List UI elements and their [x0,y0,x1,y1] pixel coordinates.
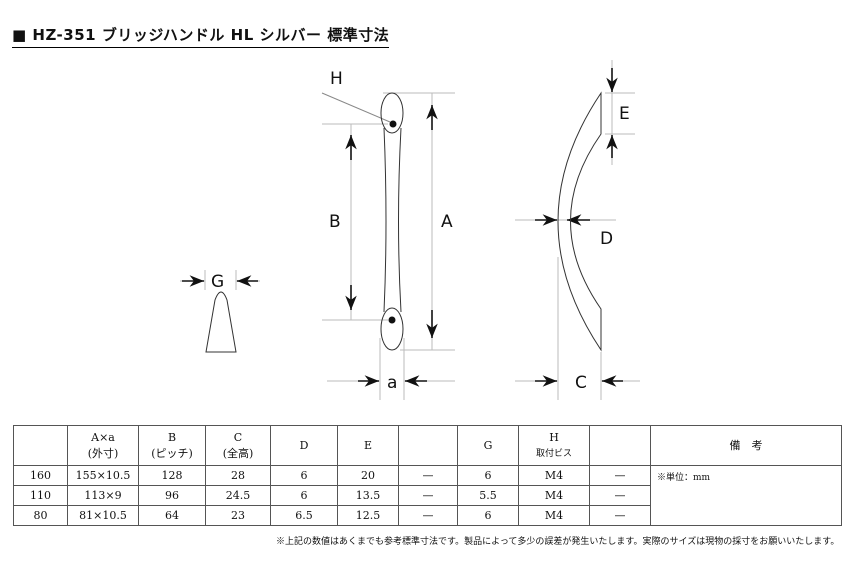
label-d: D [600,229,613,249]
table-cell: C [233,430,243,444]
table-cell: (外寸) [87,446,119,460]
header-cell-remarks: 備 考 [650,425,842,466]
label-g: G [211,272,224,292]
dimension-drawing: G H B A a E D C [180,60,640,400]
table-cell: 80 [13,505,68,526]
header-cell [13,425,68,466]
table-cell: 96 [138,485,206,506]
header-cell: B (ピッチ) [138,425,206,466]
header-cell: E [337,425,399,466]
label-b: B [329,212,341,232]
table-cell: 12.5 [337,505,399,526]
label-c: C [575,373,587,393]
table-cell: (ピッチ) [151,446,193,460]
table-cell: 取付ビス [535,448,572,459]
handle-outlines [205,91,602,353]
label-e: E [619,104,630,124]
bottom-mount-ellipse [380,307,404,351]
top-mount-ellipse [380,92,404,134]
header-cell [398,425,458,466]
table-cell: 6 [457,465,519,486]
table-cell: — [589,485,651,506]
table-cell: M4 [518,485,590,506]
table-cell: 110 [13,485,68,506]
table-cell: 5.5 [457,485,519,506]
table-cell: 6 [457,505,519,526]
side-profile [557,91,602,352]
table-cell: — [398,505,458,526]
table-cell: — [398,465,458,486]
table-cell: B [167,430,177,444]
table-cell: 6 [270,465,338,486]
header-cell: C (全高) [205,425,271,466]
table-cell: 28 [205,465,271,486]
table-cell: (全高) [222,446,254,460]
dimension-arrows [182,68,623,387]
footnote: ※上記の数値はあくまでも参考標準寸法です。製品によって多少の誤差が発生いたします… [276,537,840,547]
table-cell: 6 [270,485,338,506]
table-cell: — [398,485,458,506]
table-cell: — [589,505,651,526]
table-cell: 155×10.5 [67,465,139,486]
table-cell: H [549,430,559,444]
table-cell: 20 [337,465,399,486]
screw-hole-top [389,120,397,128]
header-cell: A×a (外寸) [67,425,139,466]
table-cell: 64 [138,505,206,526]
label-a-upper: A [441,212,453,232]
label-a-lower: a [387,373,397,393]
table-cell: 6.5 [270,505,338,526]
remarks-cell: ※単位：mm [650,465,842,526]
table-cell: M4 [518,505,590,526]
page-title: ■ HZ-351 ブリッジハンドル HL シルバー 標準寸法 [12,24,390,48]
header-cell: H 取付ビス [518,425,590,466]
table-cell: 81×10.5 [67,505,139,526]
header-cell [589,425,651,466]
front-body [383,127,402,313]
table-cell: 128 [138,465,206,486]
g-profile [205,291,237,353]
table-cell: 113×9 [67,485,139,506]
table-cell: M4 [518,465,590,486]
header-cell: G [457,425,519,466]
table-cell: 23 [205,505,271,526]
table-cell: A×a [91,430,115,444]
table-cell: 13.5 [337,485,399,506]
header-cell: D [270,425,338,466]
table-cell: — [589,465,651,486]
table-cell: 160 [13,465,68,486]
screw-hole-bottom [388,316,396,324]
dimension-table: A×a (外寸) B (ピッチ) C (全高) D E G H 取付ビス 備 考 160… [13,425,842,526]
table-header-row: A×a (外寸) B (ピッチ) C (全高) D E G H 取付ビス 備 考 [13,425,842,466]
table-cell: 24.5 [205,485,271,506]
label-h: H [330,69,343,89]
